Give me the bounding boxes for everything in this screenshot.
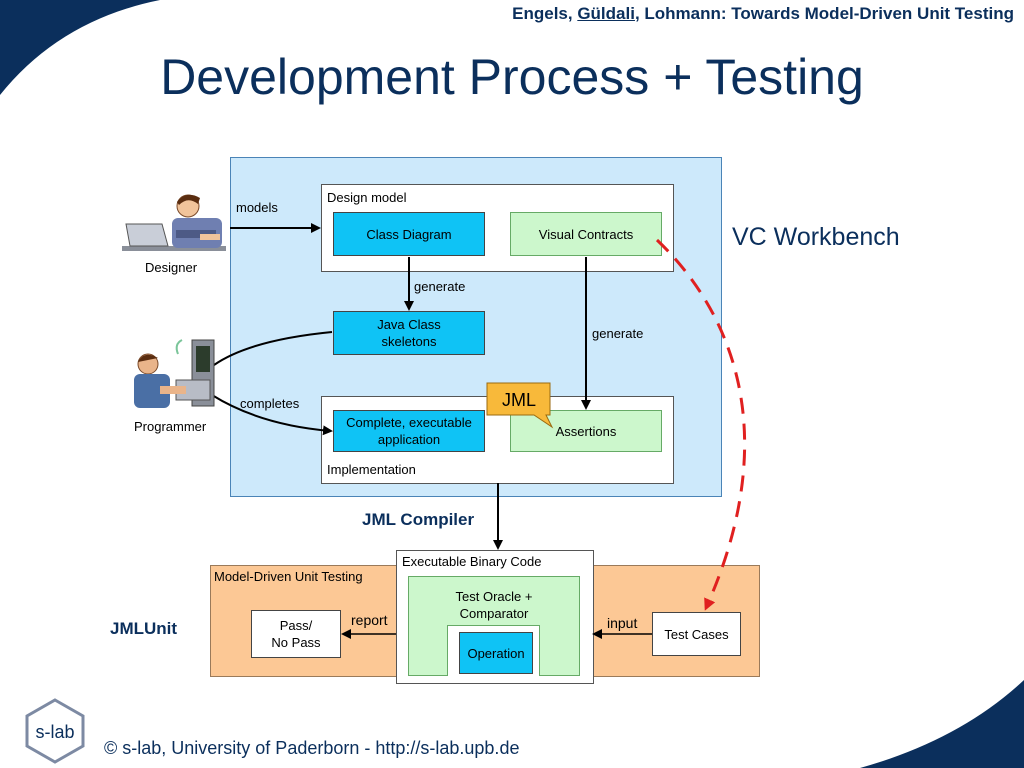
jmlunit-label: JMLUnit <box>110 619 178 638</box>
operation-node: Operation <box>459 632 533 674</box>
designer-illustration <box>122 194 226 251</box>
input-label: input <box>607 615 638 631</box>
programmer-illustration <box>134 339 215 408</box>
assertions-node: Assertions <box>510 410 662 452</box>
test-oracle-shape <box>408 576 580 676</box>
jml-label: JML <box>501 390 536 410</box>
designer-label: Designer <box>145 260 198 275</box>
visual-contracts-node: Visual Contracts <box>510 212 662 256</box>
vc-workbench-label: VC Workbench <box>732 223 900 251</box>
jml-callout <box>486 382 554 429</box>
design-model-label: Design model <box>327 190 407 205</box>
generate-left-label: generate <box>414 279 466 294</box>
completes-label: completes <box>240 396 300 411</box>
generate-right-label: generate <box>592 326 644 341</box>
report-label: report <box>351 612 388 628</box>
programmer-label: Programmer <box>134 419 207 434</box>
pass-no-pass-node: Pass/No Pass <box>251 610 341 658</box>
model-driven-unit-testing-label: Model-Driven Unit Testing <box>214 569 363 584</box>
executable-binary-code-label: Executable Binary Code <box>402 554 542 569</box>
test-oracle-label: Test Oracle +Comparator <box>455 589 533 621</box>
test-cases-node: Test Cases <box>652 612 741 656</box>
programmer-skeletons-connector <box>213 331 333 366</box>
completes-arrow <box>211 394 333 436</box>
s-lab-logo: s-lab <box>25 698 85 764</box>
class-diagram-node: Class Diagram <box>333 212 485 256</box>
slide-header-authors: Engels, Güldali, Lohmann: Towards Model-… <box>512 4 1014 23</box>
vc-workbench-dashed-arrow <box>655 238 747 611</box>
implementation-label: Implementation <box>327 462 416 477</box>
svg-text:s-lab: s-lab <box>35 722 74 742</box>
slide-title: Development Process + Testing <box>160 49 864 105</box>
jml-compiler-label: JML Compiler <box>362 510 475 529</box>
models-label: models <box>236 200 278 215</box>
footer-copyright: © s-lab, University of Paderborn - http:… <box>104 738 520 758</box>
